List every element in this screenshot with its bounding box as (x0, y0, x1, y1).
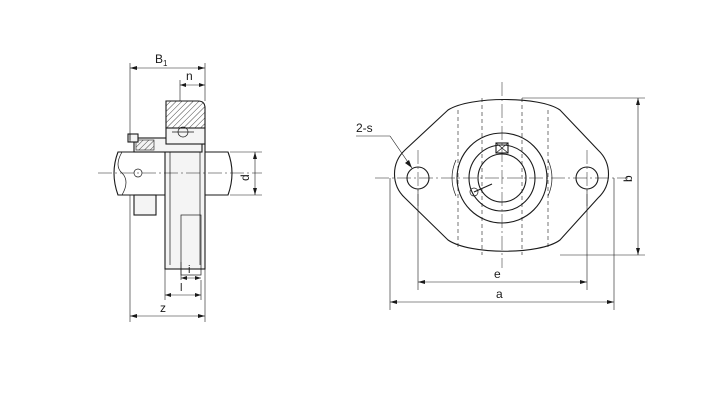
bolt-shank (180, 214, 202, 276)
dim-b-arrow-bottom (636, 248, 640, 255)
dim-i-arrow-left (181, 276, 187, 280)
housing-flange (164, 143, 206, 270)
dim-b1-arrow-right (198, 66, 205, 70)
dim-d-arrow-bottom (253, 188, 257, 195)
inner-ring-hatch (135, 139, 155, 151)
set-screw-body (473, 183, 493, 193)
label-holes: 2-s (356, 121, 373, 135)
holes-leader-arrow (405, 160, 412, 168)
dim-b1-arrow-left (130, 66, 137, 70)
label-b1: B1 (155, 52, 168, 68)
label-l: l (180, 282, 182, 294)
lower-collar (133, 194, 157, 216)
front-view: 2-s e a b (356, 82, 645, 310)
dim-d-arrow-top (253, 152, 257, 159)
housing-section (165, 100, 206, 129)
dim-a-arrow-left (390, 300, 397, 304)
set-screw (127, 133, 139, 143)
label-b: b (621, 175, 635, 182)
set-screw-head (469, 187, 479, 197)
dim-z-arrow-right (198, 314, 205, 318)
dim-b-arrow-top (636, 98, 640, 105)
label-a: a (496, 287, 503, 301)
shaft (113, 151, 233, 196)
side-view: B1 n d i l z (98, 52, 262, 322)
label-n: n (186, 69, 193, 83)
shaft-break-line (117, 151, 127, 196)
flange-outline (393, 99, 610, 252)
label-z: z (160, 301, 166, 315)
dim-e-arrow-right (580, 280, 587, 284)
label-e: e (494, 267, 501, 281)
label-d: d (238, 174, 252, 181)
label-i: i (188, 264, 190, 276)
dim-l-arrow-left (165, 293, 171, 297)
dim-l-arrow-right (195, 293, 201, 297)
dim-i-arrow-right (195, 276, 201, 280)
dim-a-arrow-right (607, 300, 614, 304)
dim-n-arrow-left (180, 83, 186, 87)
dim-n-arrow-right (199, 83, 205, 87)
dim-e-arrow-left (418, 280, 425, 284)
dim-z-arrow-left (130, 314, 137, 318)
